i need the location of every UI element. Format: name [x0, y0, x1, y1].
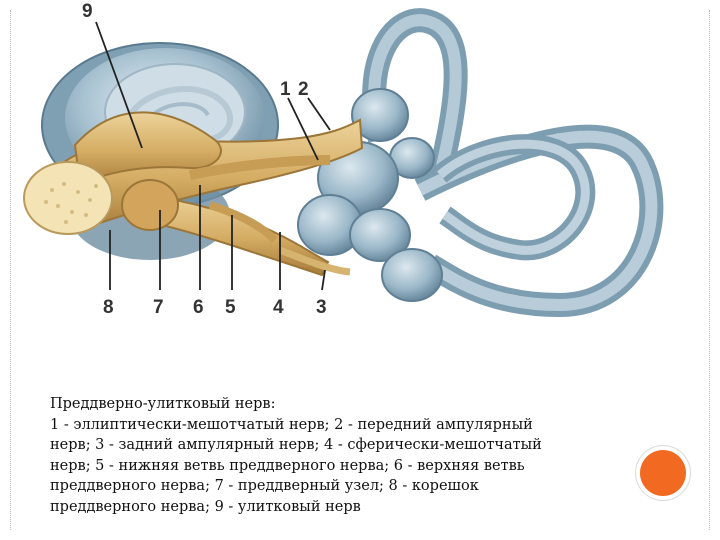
- nerve-bundle: [58, 111, 364, 277]
- label-7: 7: [153, 297, 164, 318]
- caption-title: Преддверно-улитковый нерв:: [50, 396, 276, 412]
- caption-line: нерв; 3 - задний ампулярный нерв; 4 - сф…: [50, 437, 542, 453]
- frame-left-border: [10, 10, 11, 530]
- caption-line: преддверного нерва; 9 - улитковый нерв: [50, 498, 361, 515]
- semicircular-canals: [362, 8, 664, 318]
- label-5: 5: [225, 297, 236, 318]
- label-9: 9: [82, 1, 93, 22]
- caption-line: преддверного нерва; 7 - преддверный узел…: [50, 478, 479, 494]
- vestibule: [297, 88, 443, 302]
- vestibulocochlear-nerve-illustration: 9 1 2 8 7 6 5 4 3: [23, 1, 664, 318]
- decorative-orange-circle: [640, 450, 686, 496]
- label-3: 3: [316, 297, 327, 318]
- label-8: 8: [103, 297, 114, 318]
- caption-line: нерв; 5 - нижняя ветвь преддверного нерв…: [50, 457, 525, 474]
- label-1: 1: [280, 79, 291, 100]
- label-2: 2: [298, 79, 309, 100]
- caption-line: 1 - эллиптически-мешотчатый нерв; 2 - пе…: [50, 416, 533, 433]
- nerve-root-cross-section: [23, 161, 113, 235]
- label-6: 6: [193, 297, 204, 318]
- leader-lines: [95, 21, 331, 291]
- frame-right-border: [709, 10, 710, 530]
- figure-caption: Преддверно-улитковый нерв: 1 - эллиптиче…: [50, 394, 630, 517]
- label-4: 4: [273, 297, 284, 318]
